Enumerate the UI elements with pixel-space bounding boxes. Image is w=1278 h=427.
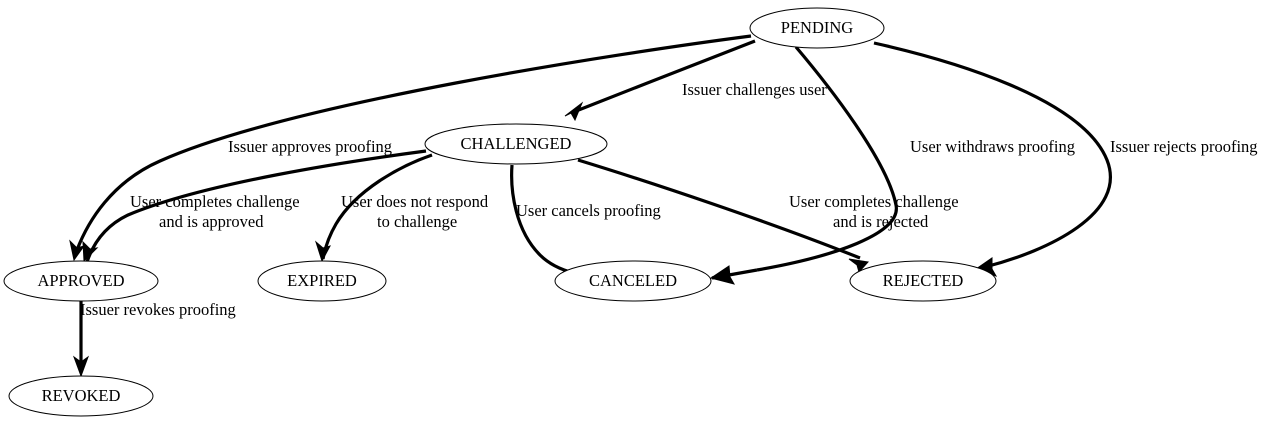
edge-path-pending-canceled — [756, 45, 898, 272]
edge-path-pending-approved — [75, 34, 752, 251]
arrowhead-revoked-from-approved — [72, 355, 90, 378]
node-approved-ellipse — [3, 260, 159, 302]
node-expired[interactable]: EXPIRED — [257, 260, 387, 302]
edge-approved-to-revoked[interactable]: Issuer revokes proofing — [72, 300, 236, 378]
arrowhead-challenged-from-pending — [564, 101, 584, 122]
edge-challenged-to-approved[interactable]: User completes challenge and is approved — [82, 149, 427, 263]
node-pending-ellipse — [749, 7, 885, 49]
edge-label-issuer-challenges-user: Issuer challenges user — [682, 80, 827, 99]
edge-path-pending-challenged — [570, 39, 756, 115]
arrowhead-expired-from-challenged — [314, 240, 331, 263]
edge-challenged-to-expired[interactable]: User does not respond to challenge — [314, 153, 489, 263]
node-expired-ellipse — [257, 260, 387, 302]
edge-label-issuer-revokes-proofing: Issuer revokes proofing — [80, 300, 236, 319]
edge-pending-to-canceled[interactable]: User withdraws proofing — [709, 45, 1075, 285]
edge-path-challenged-expired — [321, 153, 433, 260]
node-canceled-ellipse — [554, 260, 712, 302]
node-canceled[interactable]: CANCELED — [554, 260, 712, 302]
edge-label-issuer-approves-proofing: Issuer approves proofing — [228, 137, 392, 156]
arrowhead-approved-from-challenged — [82, 240, 99, 263]
node-approved[interactable]: APPROVED — [3, 260, 159, 302]
edge-label-user-completes-challenge-rejected-line2: and is rejected — [833, 212, 929, 231]
edge-label-user-does-not-respond-line2: to challenge — [377, 212, 457, 231]
edge-path-challenged-approved — [85, 149, 427, 263]
node-rejected-ellipse — [849, 260, 997, 302]
edge-label-user-cancels-proofing: User cancels proofing — [516, 201, 661, 220]
edge-pending-to-rejected[interactable]: Issuer rejects proofing — [873, 41, 1258, 277]
edge-path-challenged-rejected — [577, 158, 861, 260]
node-pending[interactable]: PENDING — [749, 7, 885, 49]
edge-label-user-completes-challenge-approved-line1: User completes challenge — [130, 192, 300, 211]
node-revoked[interactable]: REVOKED — [8, 375, 154, 417]
node-rejected[interactable]: REJECTED — [849, 260, 997, 302]
node-revoked-ellipse — [8, 375, 154, 417]
edge-challenged-to-rejected[interactable]: User completes challenge and is rejected — [577, 158, 959, 274]
edge-label-user-completes-challenge-approved-line2: and is approved — [159, 212, 264, 231]
edge-path-pending-rejected — [873, 41, 1112, 269]
arrowhead-rejected-from-challenged — [848, 258, 869, 274]
node-challenged[interactable]: CHALLENGED — [424, 123, 608, 165]
edge-label-issuer-rejects-proofing: Issuer rejects proofing — [1110, 137, 1258, 156]
edge-label-user-completes-challenge-rejected-line1: User completes challenge — [789, 192, 959, 211]
edge-path-pending-canceled-tail — [711, 268, 758, 280]
edge-pending-to-challenged[interactable]: Issuer challenges user — [564, 39, 827, 122]
edge-label-user-withdraws-proofing: User withdraws proofing — [910, 137, 1075, 156]
arrowhead-approved-from-pending — [69, 239, 86, 262]
node-challenged-ellipse — [424, 123, 608, 165]
edge-path-challenged-canceled — [510, 164, 575, 275]
edge-pending-to-approved[interactable]: Issuer approves proofing — [69, 34, 752, 262]
